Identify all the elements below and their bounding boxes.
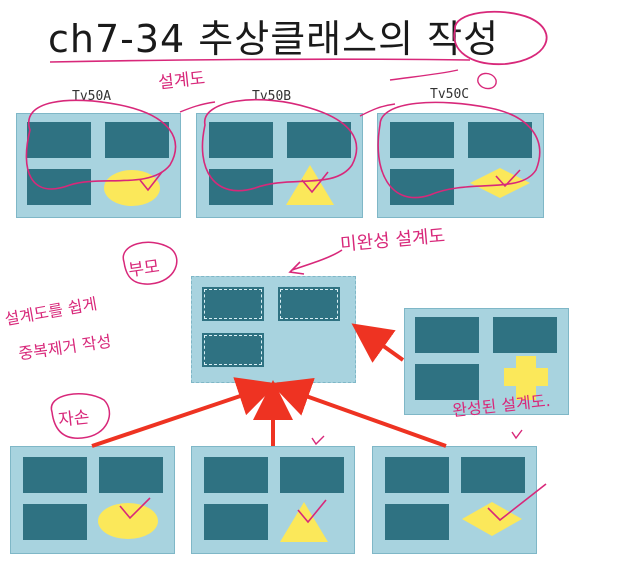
check-mark (301, 171, 329, 194)
ink-stroke (49, 58, 471, 63)
screen-block (287, 122, 351, 158)
ellipse-shape (104, 170, 160, 206)
screen-block (209, 169, 273, 205)
screen-block (204, 457, 268, 493)
screen-block (493, 317, 557, 353)
ink-loop (201, 98, 358, 192)
annotation-child: 자손 (57, 407, 91, 431)
ink-stroke (389, 69, 459, 81)
cross-shape (504, 356, 548, 400)
ink-circle (50, 393, 111, 439)
diamond-shape (470, 168, 530, 198)
tv-label-c: Tv50C (430, 87, 470, 102)
screen-block (202, 287, 264, 321)
ink-loop (377, 101, 541, 199)
ink-circle (453, 10, 548, 65)
triangle-shape (286, 165, 334, 205)
ink-circle (477, 72, 497, 90)
screen-block (27, 122, 91, 158)
annotation-design-plan: 설계도 (157, 68, 207, 94)
inheritance-arrow (351, 323, 405, 363)
tv50c-panel (377, 113, 544, 218)
screen-block (202, 333, 264, 367)
inheritance-arrow (270, 377, 447, 448)
ink-arrow (291, 249, 343, 271)
screen-block (280, 457, 344, 493)
screen-block (23, 504, 87, 540)
check-mark (297, 499, 327, 524)
screen-block (23, 457, 87, 493)
screen-block (209, 122, 273, 158)
tv50a-panel (16, 113, 181, 218)
triangle-shape (280, 502, 328, 542)
ink-stroke (179, 101, 216, 113)
screen-block (385, 504, 449, 540)
check-mark (119, 497, 151, 520)
ink-stroke (359, 103, 396, 117)
screen-block (468, 122, 532, 158)
child-tv-panel-c (372, 446, 537, 554)
screen-block (390, 169, 454, 205)
screen-block (415, 364, 479, 400)
ink-loop (25, 99, 177, 190)
screen-block (390, 122, 454, 158)
check-mark (511, 429, 523, 440)
screen-block (105, 122, 169, 158)
screen-block (461, 457, 525, 493)
inheritance-arrow (91, 377, 278, 448)
diamond-shape (462, 502, 522, 536)
screen-block (385, 457, 449, 493)
tv50b-panel (196, 113, 363, 218)
check-mark (487, 483, 547, 522)
ink-circle (122, 241, 178, 285)
ellipse-shape (98, 503, 158, 539)
annotation-parent: 부모 (127, 256, 161, 282)
abstract-tv-panel (191, 276, 356, 383)
complete-tv-panel (404, 308, 569, 415)
screen-block (27, 169, 91, 205)
ink-arrow-head (288, 261, 305, 275)
check-mark (311, 435, 325, 446)
screen-block (99, 457, 163, 493)
screen-block (278, 287, 340, 321)
child-tv-panel-b (191, 446, 355, 554)
page-title: ch7-34 추상클래스의 작성 (48, 17, 500, 61)
screen-block (415, 317, 479, 353)
check-mark (139, 171, 163, 192)
screen-block (204, 504, 268, 540)
check-mark (495, 169, 521, 188)
